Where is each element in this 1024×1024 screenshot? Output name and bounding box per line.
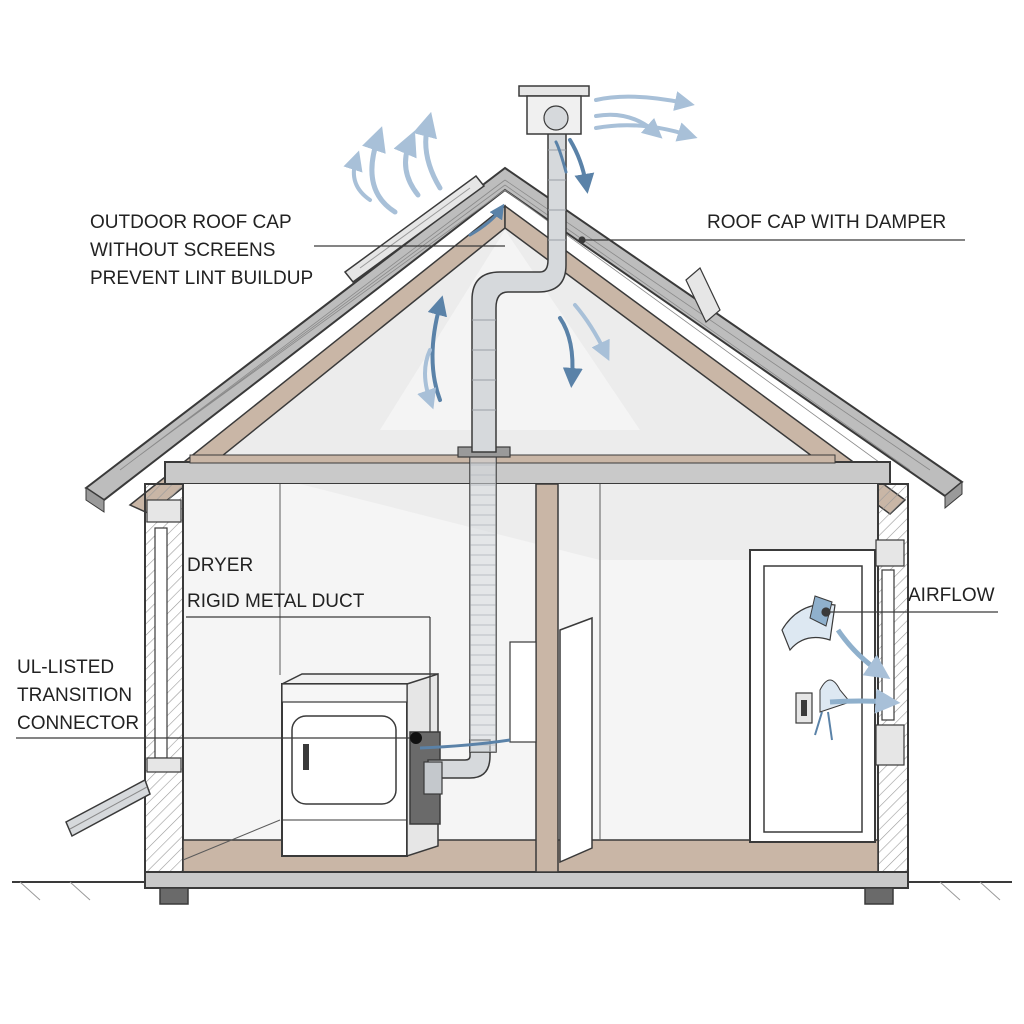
room-shadow xyxy=(183,484,878,560)
label-outdoor-roof-cap: OUTDOOR ROOF CAP WITHOUT SCREENS PREVENT… xyxy=(90,209,313,293)
leader-lines xyxy=(16,236,998,739)
label-transition-connector-line2: TRANSITION xyxy=(17,685,133,706)
ceiling-beam xyxy=(164,461,891,485)
label-outdoor-roof-cap-line3: PREVENT LINT BUILDUP xyxy=(90,268,314,289)
interior-door xyxy=(509,616,593,864)
right-wall xyxy=(875,483,909,879)
label-outdoor-roof-cap-line1: OUTDOOR ROOF CAP xyxy=(90,212,292,233)
label-airflow: AIRFLOW xyxy=(908,585,995,606)
right-door xyxy=(749,549,876,843)
rigid-metal-duct xyxy=(423,85,590,795)
dryer-airflow-arrow xyxy=(419,738,511,750)
airflow-vent-symbol xyxy=(781,595,901,741)
right-roof-edge-panel xyxy=(685,267,721,323)
exterior-vent-pipe xyxy=(65,778,151,838)
left-wall xyxy=(144,483,184,879)
exhaust-airflow-arrows xyxy=(343,91,698,410)
left-roof-vent-panel xyxy=(343,174,486,284)
label-rigid-metal-duct: RIGID METAL DUCT xyxy=(187,591,365,612)
label-outdoor-roof-cap-line2: WITHOUT SCREENS xyxy=(90,240,276,261)
ceiling-trim xyxy=(189,454,836,464)
label-transition-connector: UL-LISTED TRANSITION CONNECTOR xyxy=(17,654,139,738)
center-post xyxy=(535,483,559,873)
label-transition-connector-line1: UL-LISTED xyxy=(17,657,115,678)
interior-frame-lines xyxy=(182,484,601,861)
roof xyxy=(84,166,964,515)
label-roof-cap-damper: ROOF CAP WITH DAMPER xyxy=(707,212,947,233)
floor xyxy=(144,839,909,905)
label-transition-connector-line3: CONNECTOR xyxy=(17,713,140,734)
label-dryer: DRYER xyxy=(187,555,254,576)
